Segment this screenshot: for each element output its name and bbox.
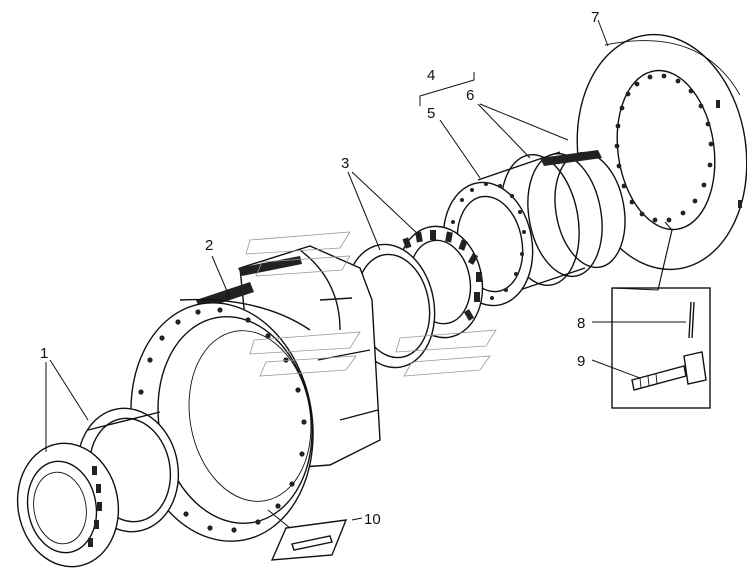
bearing-rollers xyxy=(402,230,482,321)
fastener-inset-box xyxy=(611,221,711,409)
watermark-logo xyxy=(245,231,497,377)
bolt-part-9 xyxy=(631,351,707,391)
leader-lines xyxy=(45,19,686,521)
outer-bearing-part-1 xyxy=(16,407,180,568)
callout-4: 4 xyxy=(427,67,435,84)
disc-bolt-holes xyxy=(614,73,714,223)
callout-5: 5 xyxy=(427,105,435,122)
callout-9: 9 xyxy=(577,353,585,370)
callout-6: 6 xyxy=(466,87,474,104)
callout-10: 10 xyxy=(364,511,381,528)
stud-inset-part-10 xyxy=(267,509,348,561)
callout-1: 1 xyxy=(40,345,48,362)
callout-7: 7 xyxy=(591,9,599,26)
callout-3: 3 xyxy=(341,155,349,172)
outer-bearing-rollers xyxy=(88,466,102,547)
callout-2: 2 xyxy=(205,237,213,254)
callout-8: 8 xyxy=(577,315,585,332)
